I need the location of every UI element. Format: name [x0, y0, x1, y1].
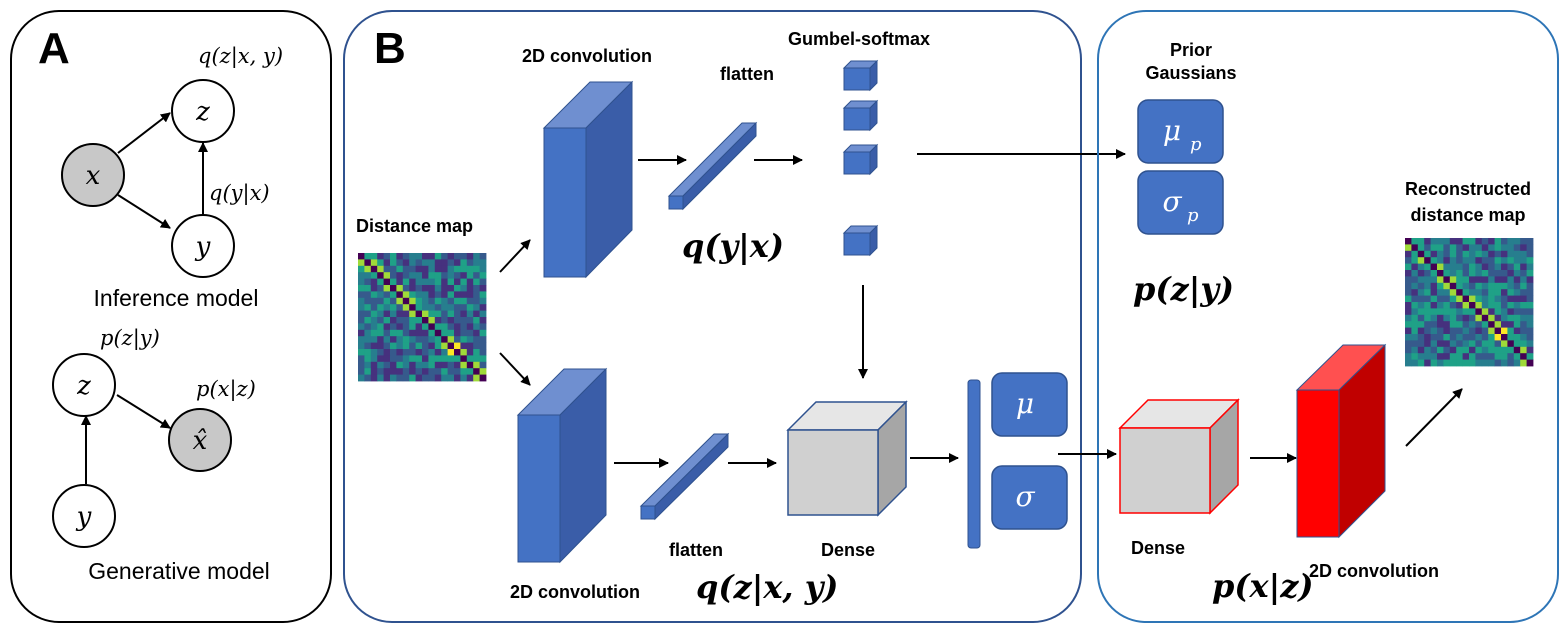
conv-top-label: 2D convolution	[522, 46, 652, 66]
panel-b-frame	[343, 10, 1082, 623]
edge-x-z	[117, 112, 171, 154]
flatten-bar-top	[667, 121, 758, 211]
inference-caption: Inference model	[94, 285, 259, 311]
svg-text:z: z	[195, 97, 210, 127]
distance-map-image	[358, 253, 487, 382]
svg-text:σ: σ	[1015, 480, 1035, 513]
sigma-box: σ	[991, 465, 1068, 530]
panel-a-label: A	[38, 24, 70, 73]
conv-block-top	[542, 80, 634, 279]
mu-p-box: μ p	[1137, 99, 1224, 164]
generative-caption: Generative model	[88, 558, 270, 584]
reconstructed-title-line1: Reconstructed	[1405, 179, 1531, 199]
svg-text:x̂: x̂	[193, 426, 208, 456]
svg-text:p: p	[1190, 134, 1202, 155]
svg-text:σ: σ	[1162, 185, 1182, 218]
panel-c-frame	[1097, 10, 1559, 623]
reconstructed-title-line2: distance map	[1410, 205, 1525, 225]
conv-block-decoder	[1295, 343, 1387, 539]
node-z-generative: z	[52, 353, 116, 417]
p-zy-bold: p(z|y)	[1133, 270, 1234, 308]
q-yx-bold: q(y|x)	[682, 227, 784, 265]
node-y-inference: y	[171, 214, 235, 278]
dense-cube-encoder	[786, 400, 908, 517]
arrow-map-to-conv-top	[499, 239, 531, 273]
edge-z-xhat	[116, 394, 171, 429]
gumbel-label: Gumbel-softmax	[788, 29, 930, 49]
mu-box: μ	[991, 372, 1068, 437]
panel-a-frame	[10, 10, 332, 623]
node-z-inference: z	[171, 79, 235, 143]
node-y-generative: y	[52, 484, 116, 548]
svg-text:μ: μ	[1016, 387, 1034, 420]
node-xhat-generative: x̂	[168, 408, 232, 472]
panel-b-label: B	[374, 24, 406, 73]
p-xz-bold: p(x|z)	[1212, 567, 1314, 605]
svg-text:x: x	[86, 161, 101, 191]
arrow-deconv-to-output	[1405, 388, 1463, 447]
dense-decoder-label: Dense	[1131, 538, 1185, 558]
conv-decoder-label: 2D convolution	[1309, 561, 1439, 581]
distance-map-title: Distance map	[356, 216, 473, 236]
q-zxy-label: q(z|x, y)	[198, 44, 283, 69]
prior-title-line2: Gaussians	[1145, 63, 1236, 83]
p-xz-label: p(x|z)	[196, 377, 256, 402]
svg-text:y: y	[195, 232, 211, 262]
p-zy-label: p(z|y)	[100, 326, 160, 351]
dense-encoder-label: Dense	[821, 540, 875, 560]
svg-text:p: p	[1187, 205, 1199, 226]
conv-block-bottom	[516, 367, 608, 564]
conv-bottom-label: 2D convolution	[510, 582, 640, 602]
reconstructed-map-image	[1405, 238, 1534, 367]
arrow-map-to-conv-bottom	[499, 352, 531, 386]
node-x-inference: x	[61, 143, 125, 207]
flatten-bar-bottom	[639, 432, 730, 521]
flatten-top-label: flatten	[720, 64, 774, 84]
edge-x-y	[117, 194, 171, 229]
prior-title-line1: Prior	[1170, 40, 1212, 60]
dense-cube-decoder	[1118, 398, 1240, 515]
svg-text:z: z	[76, 371, 91, 401]
sigma-p-box: σ p	[1137, 170, 1224, 235]
svg-text:y: y	[76, 502, 92, 532]
q-yx-label: q(y|x)	[209, 181, 270, 206]
gumbel-cubes	[842, 59, 879, 257]
flatten-bottom-label: flatten	[669, 540, 723, 560]
q-zxy-bold: q(z|x, y)	[696, 568, 838, 606]
latent-bar	[967, 379, 981, 549]
svg-text:μ: μ	[1163, 114, 1181, 147]
